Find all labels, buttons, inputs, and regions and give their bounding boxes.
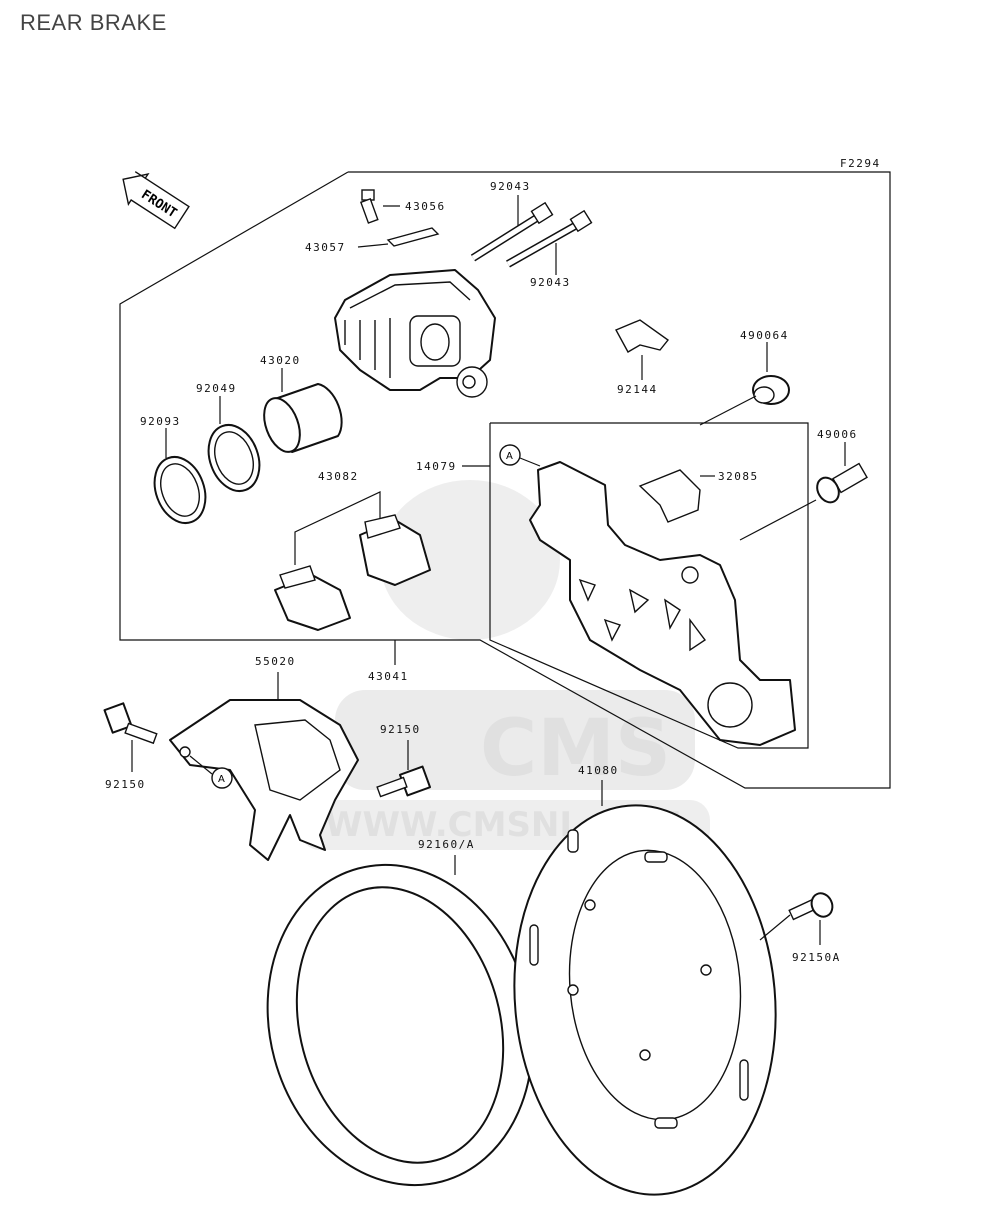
label-92150-middle: 92150 (380, 723, 421, 736)
caliper-group-boundary (119, 171, 891, 789)
label-92144: 92144 (617, 383, 658, 396)
bolt-92150-left: 92150 (103, 702, 158, 791)
seal-92093: 92093 (140, 415, 207, 524)
label-43041: 43041 (368, 670, 409, 683)
pin-49006: 49006 (739, 428, 868, 541)
label-92049: 92049 (196, 382, 237, 395)
bracket-group-boundary (489, 422, 809, 749)
label-92043-bottom: 92043 (530, 276, 571, 289)
label-43020: 43020 (260, 354, 301, 367)
ring-92160A: 92160/A (266, 838, 534, 1187)
page-title: REAR BRAKE (20, 10, 167, 35)
caliper-body (334, 269, 496, 398)
ref-marker-a-top: A (506, 451, 513, 462)
seal-92049: 92049 (196, 382, 261, 492)
label-49006: 49006 (817, 428, 858, 441)
label-490064: 490064 (740, 329, 789, 342)
label-14079: 14079 (416, 460, 457, 473)
caliper-bracket-14079: 14079 A (416, 444, 796, 746)
label-92150-left: 92150 (105, 778, 146, 791)
watermark-brand: CMS (480, 704, 671, 794)
ref-marker-a-bottom: A (218, 774, 225, 785)
brake-pads-43082: 43082 (274, 470, 431, 631)
label-92160A: 92160/A (418, 838, 475, 851)
piston-43020: 43020 (260, 354, 343, 453)
pad-spring-32085: 32085 (638, 469, 759, 523)
brake-disc-41080: 41080 (513, 764, 777, 1196)
pin-92043-bottom: 92043 (506, 209, 593, 289)
bolt-92150-middle: 92150 (376, 723, 432, 798)
bleeder-valve-43056: 43056 (359, 189, 446, 224)
figure-code: F2294 (840, 157, 881, 170)
front-arrow: FRONT (122, 171, 190, 230)
label-41080: 41080 (578, 764, 619, 777)
screw-92150A: 92150A (759, 892, 841, 964)
pin-92043-top: 92043 (470, 180, 554, 262)
label-92093: 92093 (140, 415, 181, 428)
cap-43057: 43057 (305, 227, 440, 254)
label-43056: 43056 (405, 200, 446, 213)
boot-490064: 490064 (699, 329, 790, 426)
label-32085: 32085 (718, 470, 759, 483)
label-55020: 55020 (255, 655, 296, 668)
label-43082: 43082 (318, 470, 359, 483)
caliper-assy-43041: 43041 (368, 640, 409, 683)
clip-92144: 92144 (615, 319, 670, 396)
label-92043-top: 92043 (490, 180, 531, 193)
guard-55020: 55020 A (169, 655, 359, 861)
label-92150A: 92150A (792, 951, 841, 964)
label-43057: 43057 (305, 241, 346, 254)
